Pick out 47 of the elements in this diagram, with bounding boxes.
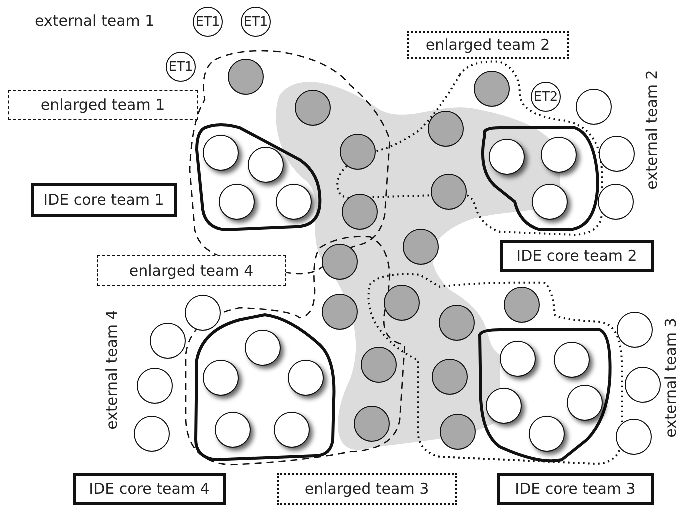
team-member-circle [219, 184, 255, 220]
team-member-circle [500, 341, 536, 377]
team-label: enlarged team 1 [8, 90, 198, 120]
team-label: enlarged team 2 [407, 31, 569, 59]
team-member-circle [625, 367, 661, 403]
group-label: external team 3 [662, 318, 680, 438]
team-member-circle [215, 412, 251, 448]
team-member-circle [288, 360, 324, 396]
team-label: IDE core team 3 [497, 473, 654, 505]
team-member-circle [322, 294, 358, 330]
team-member-circle [440, 414, 476, 450]
team-member-circle [576, 89, 612, 125]
team-member-circle [504, 287, 540, 323]
team-member-circle [598, 184, 634, 220]
team-member-circle [567, 385, 603, 421]
team-label: IDE core team 4 [73, 473, 226, 505]
team-member-circle [245, 330, 281, 366]
team-member-circle [529, 416, 565, 452]
team-member-circle [474, 71, 510, 107]
team-member-circle [276, 184, 312, 220]
team-member-circle [203, 135, 239, 171]
team-member-circle: ET1 [241, 7, 271, 37]
team-member-circle [599, 136, 635, 172]
team-member-circle [617, 312, 653, 348]
team-member-circle [274, 412, 310, 448]
team-member-circle: ET1 [193, 7, 223, 37]
group-label: external team 4 [102, 310, 121, 430]
group-label: external team 1 [35, 12, 155, 30]
team-label: enlarged team 3 [277, 473, 457, 505]
team-label: IDE core team 2 [500, 240, 654, 272]
team-member-circle [185, 295, 221, 331]
team-member-circle [486, 388, 522, 424]
team-member-circle [554, 342, 590, 378]
team-member-circle [532, 184, 568, 220]
team-member-circle [541, 137, 577, 173]
team-member-circle [203, 360, 239, 396]
team-member-circle [137, 368, 173, 404]
team-member-circle [228, 59, 264, 95]
group-label: external team 2 [642, 70, 661, 190]
team-member-circle: ET2 [531, 82, 561, 112]
team-member-circle [248, 147, 284, 183]
team-member-circle [134, 416, 170, 452]
team-member-circle [150, 323, 186, 359]
team-member-circle: ET1 [166, 52, 196, 82]
team-label: enlarged team 4 [97, 255, 286, 286]
team-member-circle [616, 419, 652, 455]
team-label: IDE core team 1 [31, 183, 177, 217]
